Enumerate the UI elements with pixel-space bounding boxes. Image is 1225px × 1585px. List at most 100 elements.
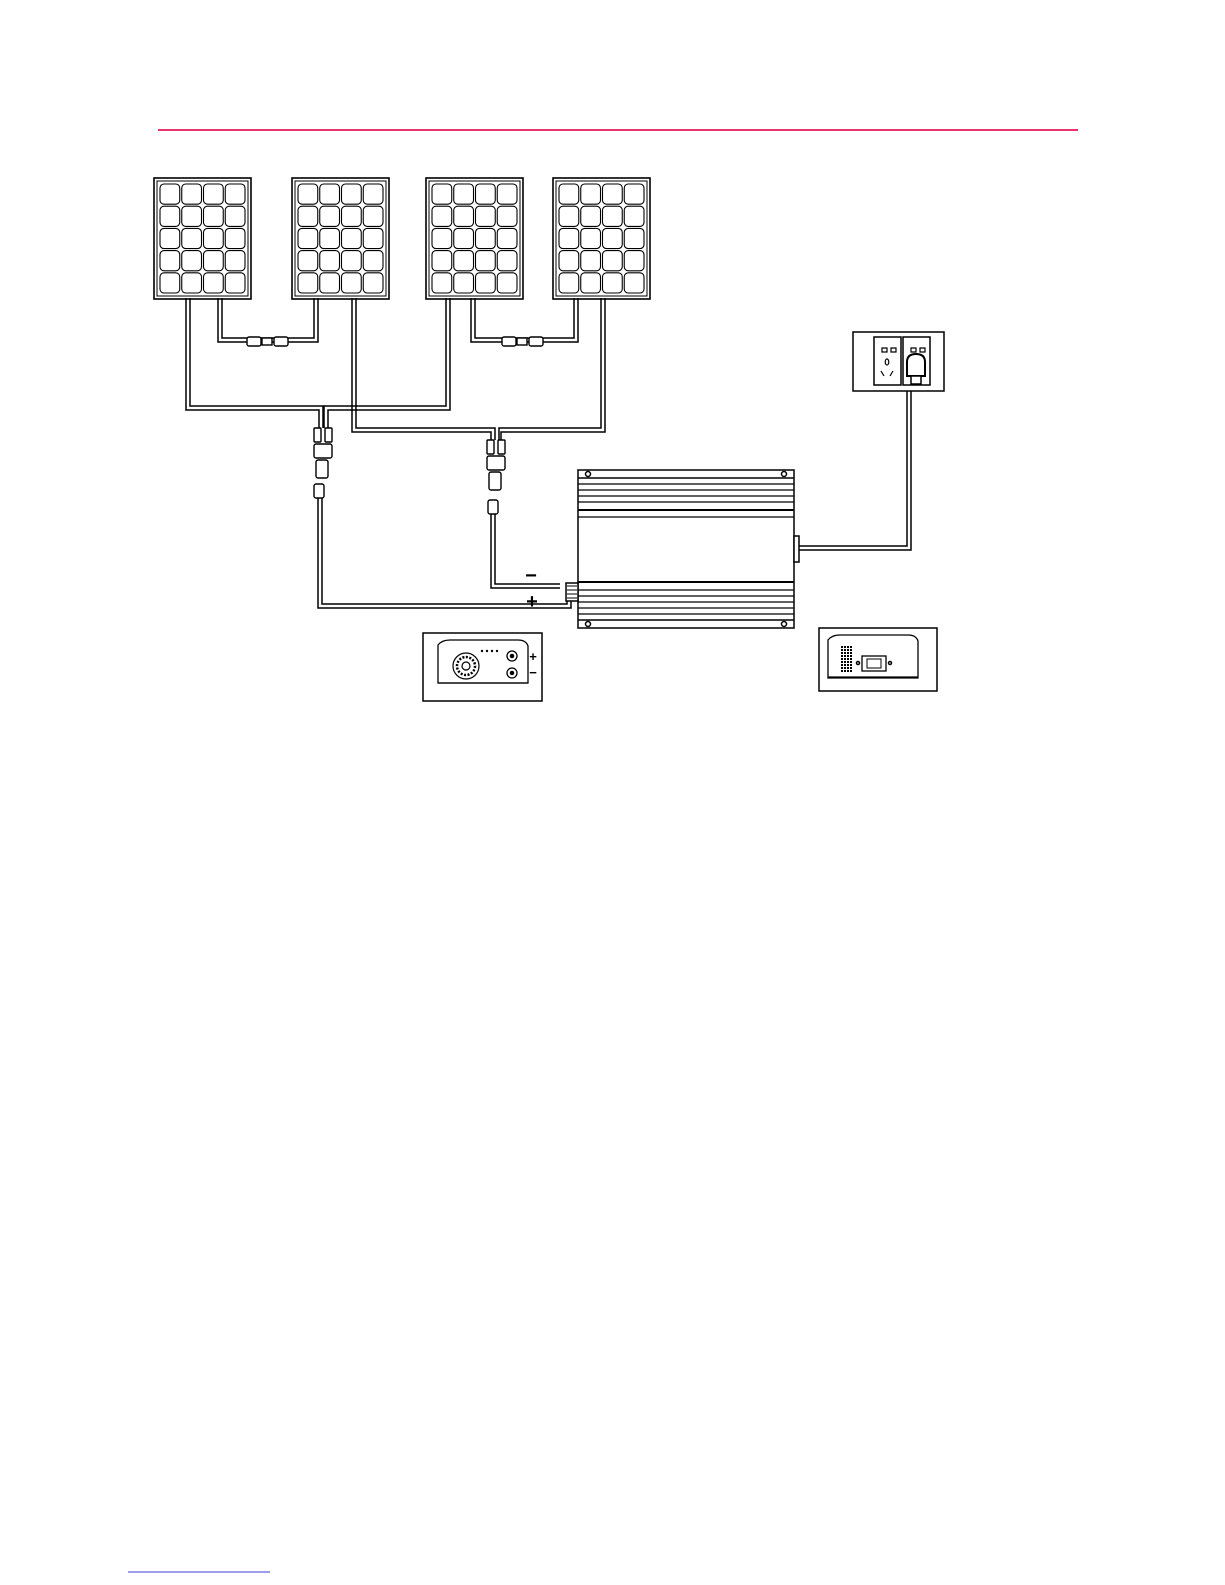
solar-cell	[497, 228, 517, 248]
solar-cell	[497, 206, 517, 226]
solar-cell	[182, 228, 202, 248]
dc-end-positive-label: +	[529, 649, 537, 664]
solar-cell	[363, 184, 383, 204]
solar-cell	[320, 206, 340, 226]
y-branch-connector-icon	[314, 428, 332, 498]
solar-cell	[342, 184, 362, 204]
solar-cell	[624, 251, 644, 271]
series-cable-right	[471, 298, 578, 342]
inverter-ac-end-icon	[819, 628, 937, 691]
solar-cell	[581, 228, 601, 248]
solar-cell	[454, 184, 474, 204]
solar-cell	[225, 228, 245, 248]
solar-cell	[432, 228, 452, 248]
solar-cell	[432, 184, 452, 204]
solar-cell	[298, 206, 318, 226]
ac-cable	[797, 384, 911, 550]
solar-cell	[603, 251, 623, 271]
solar-cell	[603, 228, 623, 248]
solar-panel-icon	[426, 178, 523, 299]
solar-cell	[432, 206, 452, 226]
solar-cell	[342, 273, 362, 293]
solar-cell	[497, 273, 517, 293]
solar-cell	[320, 228, 340, 248]
mc4-connector-icon	[502, 337, 543, 346]
solar-cell	[225, 184, 245, 204]
solar-cell	[298, 228, 318, 248]
solar-cell	[454, 273, 474, 293]
solar-cell	[204, 184, 224, 204]
inverter-dc-end-icon	[423, 633, 542, 701]
solar-cell	[182, 184, 202, 204]
solar-cell	[476, 184, 496, 204]
y-branch-connector-icon	[487, 440, 505, 514]
solar-cell	[454, 228, 474, 248]
solar-cell	[225, 251, 245, 271]
solar-panel-icon	[292, 178, 389, 299]
negative-terminal-label: −	[525, 565, 537, 587]
solar-cell	[225, 273, 245, 293]
solar-cell	[581, 273, 601, 293]
solar-cell	[476, 206, 496, 226]
cable-panel4-to-junction-b-inner	[499, 298, 601, 440]
wall-socket-icon	[853, 332, 944, 391]
solar-cell	[476, 273, 496, 293]
solar-cell	[432, 251, 452, 271]
solar-cell	[603, 184, 623, 204]
solar-cell	[204, 228, 224, 248]
solar-cell	[320, 273, 340, 293]
mc4-connector-icon	[247, 337, 288, 346]
solar-cell	[497, 251, 517, 271]
solar-cell	[342, 206, 362, 226]
solar-cell	[454, 251, 474, 271]
solar-panel-icon	[553, 178, 650, 299]
cable-panel2-to-junction-b-inner	[356, 298, 495, 440]
solar-cell	[320, 184, 340, 204]
solar-cell	[320, 251, 340, 271]
solar-cell	[342, 251, 362, 271]
solar-cell	[363, 251, 383, 271]
pv-cables	[186, 298, 911, 608]
solar-cell	[559, 228, 579, 248]
solar-cell	[497, 184, 517, 204]
solar-cell	[160, 251, 180, 271]
series-cable-left	[218, 298, 318, 342]
solar-cell	[204, 206, 224, 226]
solar-cell	[476, 251, 496, 271]
series-cable-right-inner	[475, 298, 574, 338]
solar-cell	[363, 206, 383, 226]
solar-cell	[624, 228, 644, 248]
solar-cell	[182, 273, 202, 293]
solar-cell	[559, 184, 579, 204]
series-cable-left-inner	[222, 298, 314, 338]
solar-cell	[363, 228, 383, 248]
solar-cell	[624, 184, 644, 204]
solar-cell	[298, 273, 318, 293]
ac-cable-inner	[797, 384, 907, 546]
solar-cell	[432, 273, 452, 293]
solar-cell	[298, 184, 318, 204]
mc4-connectors	[247, 337, 543, 514]
solar-cell	[182, 251, 202, 271]
solar-cell	[624, 273, 644, 293]
solar-cell	[559, 273, 579, 293]
solar-cell	[603, 206, 623, 226]
solar-cell	[559, 251, 579, 271]
solar-cell	[204, 273, 224, 293]
positive-terminal-label: +	[526, 591, 538, 613]
solar-panel-array	[154, 178, 650, 299]
solar-cell	[581, 206, 601, 226]
solar-cell	[559, 206, 579, 226]
solar-cell	[182, 206, 202, 226]
solar-cell	[204, 251, 224, 271]
solar-cell	[476, 228, 496, 248]
solar-panel-icon	[154, 178, 251, 299]
solar-cell	[298, 251, 318, 271]
dc-end-negative-label: −	[529, 665, 537, 680]
solar-cell	[160, 184, 180, 204]
cable-panel1-to-junction-a-inner	[190, 298, 323, 428]
cable-panel4-to-junction-b	[501, 298, 605, 440]
solar-cell	[454, 206, 474, 226]
cable-panel3-to-junction-a	[328, 298, 450, 428]
